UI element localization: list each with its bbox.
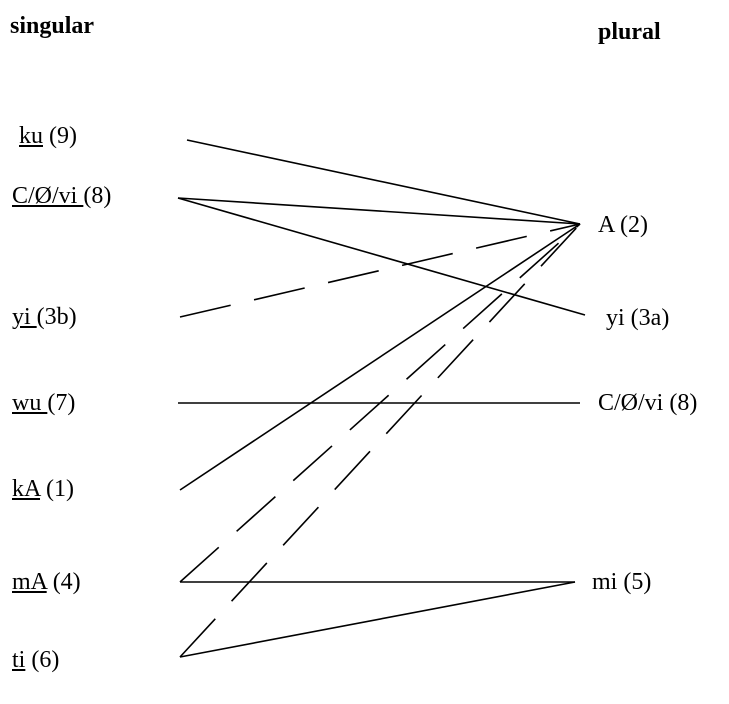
connection-ti-a2 bbox=[179, 223, 581, 658]
singular-label-ti: ti (6) bbox=[12, 648, 59, 672]
connection-c0vi-a2 bbox=[177, 197, 581, 225]
singular-label-yi: yi (3b) bbox=[12, 305, 77, 329]
singular-prefix: C/Ø/vi bbox=[12, 183, 84, 209]
singular-prefix: yi bbox=[12, 304, 37, 330]
singular-class: (4) bbox=[46, 569, 81, 595]
singular-prefix: kA bbox=[12, 476, 41, 502]
singular-prefix: wu bbox=[12, 390, 48, 416]
connection-ti-mi5 bbox=[179, 581, 576, 658]
plural-label-mi5: mi (5) bbox=[592, 569, 652, 595]
plural-label-a2: A (2) bbox=[598, 212, 648, 238]
singular-prefix: ti bbox=[12, 647, 26, 673]
plural-heading: plural bbox=[598, 19, 661, 45]
singular-class: (1) bbox=[40, 476, 74, 502]
singular-heading: singular bbox=[10, 13, 95, 39]
singular-label-ku: ku (9) bbox=[19, 124, 77, 148]
connection-ku-a2 bbox=[186, 139, 581, 225]
singular-label-c0vi: C/Ø/vi (8) bbox=[12, 184, 111, 208]
singular-label-wu: wu (7) bbox=[12, 391, 75, 415]
singular-class: (6) bbox=[25, 647, 60, 673]
connection-c0vi-yi3a bbox=[177, 197, 586, 316]
singular-label-ma: mA (4) bbox=[12, 570, 81, 594]
singular-class: (7) bbox=[47, 390, 76, 416]
plural-label-c0vi8: C/Ø/vi (8) bbox=[598, 390, 698, 416]
plural-label-yi3a: yi (3a) bbox=[606, 305, 670, 331]
connection-ma-a2 bbox=[179, 223, 581, 583]
singular-class: (9) bbox=[43, 123, 77, 149]
singular-prefix: mA bbox=[12, 569, 47, 595]
connection-ka-a2 bbox=[179, 223, 581, 491]
singular-label-ka: kA (1) bbox=[12, 477, 74, 501]
singular-class: (3b) bbox=[36, 304, 77, 330]
singular-class: (8) bbox=[83, 183, 112, 209]
singular-prefix: ku bbox=[19, 123, 43, 149]
connection-yi-a2 bbox=[179, 223, 581, 318]
